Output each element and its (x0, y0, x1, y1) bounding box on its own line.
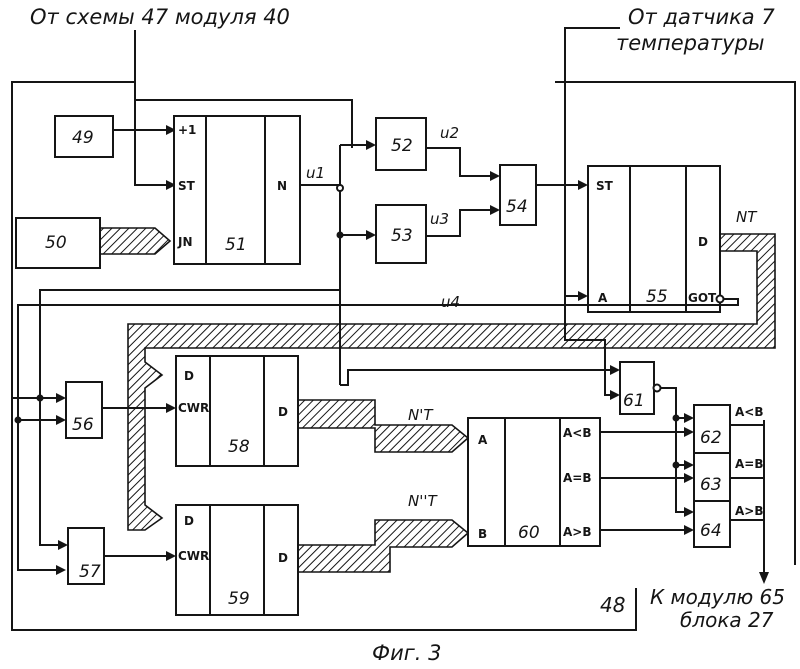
arrow (684, 507, 694, 517)
signal-u2: u2 (440, 124, 459, 142)
wire-st-51 (135, 100, 168, 185)
frame-label: 48 (600, 593, 625, 617)
pin-60-eq: A=B (563, 471, 592, 485)
block-53-label: 53 (391, 226, 413, 246)
junction-dot (337, 232, 344, 239)
pin-55-st: ST (596, 179, 614, 193)
arrow (58, 540, 68, 550)
block-60-label: 60 (518, 523, 540, 543)
bus-nt1 (298, 400, 468, 452)
arrow (684, 427, 694, 437)
pin-55-d: D (698, 235, 708, 249)
block-62-label: 62 (700, 428, 722, 448)
arrow (684, 525, 694, 535)
block-64-label: 64 (700, 521, 722, 541)
out-eq-label: A=B (735, 457, 764, 471)
arrow (366, 230, 376, 240)
block-61-label: 61 (623, 391, 645, 411)
wire-u2 (426, 148, 492, 176)
dest-label-1: К модулю 65 (650, 585, 785, 609)
bus-50-51 (100, 228, 170, 254)
arrow (578, 291, 588, 301)
block-59-label: 59 (228, 589, 250, 609)
bus-nt2 (298, 520, 468, 572)
arrow (610, 390, 620, 400)
wire-61-out (660, 388, 686, 512)
block-54-label: 54 (506, 197, 528, 217)
arrow (684, 413, 694, 423)
out-lt-label: A<B (735, 405, 764, 419)
pin-51-st: ST (178, 179, 196, 193)
pin-58-d-out: D (278, 405, 288, 419)
wire-u1-to-61 (340, 370, 613, 385)
source-right-label-2: температуры (616, 31, 764, 55)
arrow (166, 551, 176, 561)
block-63-label: 63 (700, 475, 722, 495)
pin-59-d-in: D (184, 514, 194, 528)
dest-label-2: блока 27 (680, 608, 774, 632)
block-50-label: 50 (45, 233, 67, 253)
block-51-label: 51 (225, 235, 247, 255)
block-56-label: 56 (72, 415, 94, 435)
junction-dot (37, 395, 44, 402)
arrow (56, 415, 66, 425)
pin-60-gt: A>B (563, 525, 592, 539)
pin-60-b: B (478, 527, 487, 541)
block-49-label: 49 (72, 128, 94, 148)
block-58-label: 58 (228, 437, 250, 457)
inverter-bubble (717, 296, 724, 303)
pin-51-plus1: +1 (178, 123, 196, 137)
pin-60-a: A (478, 433, 488, 447)
arrow (166, 403, 176, 413)
arrow (490, 171, 500, 181)
signal-nt1: N'T (408, 406, 434, 424)
source-left-label: От схемы 47 модуля 40 (30, 5, 290, 29)
signal-u1: u1 (306, 164, 325, 182)
out-gt-label: A>B (735, 504, 764, 518)
wire-to-57-bot (18, 420, 58, 570)
arrow (684, 473, 694, 483)
pin-51-in: JN (177, 235, 193, 249)
arrow (578, 180, 588, 190)
junction-dot (673, 462, 680, 469)
arrow (490, 205, 500, 215)
pin-58-d-in: D (184, 369, 194, 383)
pin-59-cwr: CWR (178, 549, 209, 563)
arrow (684, 460, 694, 470)
signal-nt: NT (736, 208, 758, 226)
arrow (56, 393, 66, 403)
signal-u4: u4 (441, 293, 460, 311)
pin-58-cwr: CWR (178, 401, 209, 415)
signal-nt2: N''T (408, 492, 438, 510)
source-right-label-1: От датчика 7 (628, 5, 775, 29)
arrow (56, 565, 66, 575)
block-57-label: 57 (79, 562, 101, 582)
pin-59-d-out: D (278, 551, 288, 565)
inverter-bubble (654, 385, 661, 392)
arrow (610, 365, 620, 375)
junction-dot (673, 415, 680, 422)
block-52-label: 52 (391, 136, 413, 156)
arrow (366, 140, 376, 150)
figure-caption: Фиг. 3 (372, 641, 441, 665)
pin-51-n: N (277, 179, 287, 193)
pin-55-got: GOT (688, 291, 717, 305)
junction (337, 185, 343, 191)
pin-60-lt: A<B (563, 426, 592, 440)
pin-55-a: A (598, 291, 608, 305)
arrow (759, 572, 769, 584)
signal-u3: u3 (430, 210, 449, 228)
